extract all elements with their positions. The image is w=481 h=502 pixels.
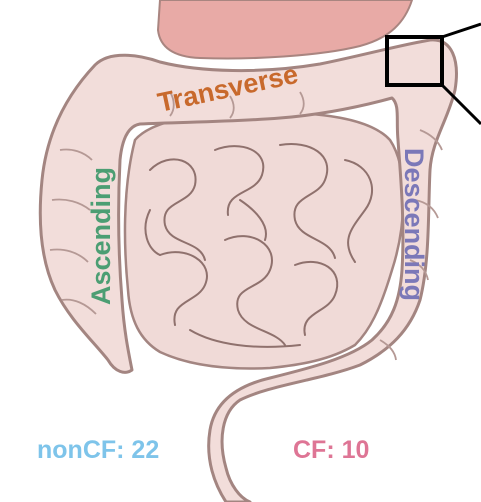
inset-pointer-lower — [440, 83, 481, 126]
label-descending: Descending — [399, 148, 429, 301]
colon-haustra — [49, 91, 443, 361]
label-ascending: Ascending — [86, 167, 116, 305]
intestine-coils — [144, 143, 374, 348]
inset-box — [385, 35, 444, 87]
noncf-count: nonCF: 22 — [37, 436, 160, 464]
stomach-shape — [156, 0, 414, 60]
inset-pointer-upper — [441, 22, 481, 39]
cf-count: CF: 10 — [293, 436, 370, 464]
